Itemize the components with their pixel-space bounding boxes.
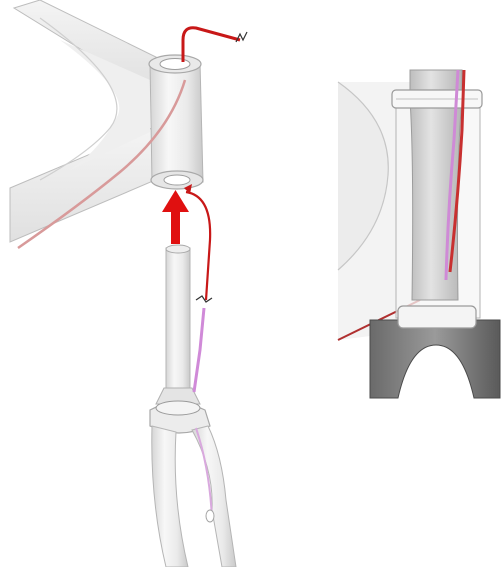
fork-leg-right xyxy=(192,426,236,567)
head-tube-top-bore xyxy=(160,59,190,70)
fork-leg-left xyxy=(152,426,188,567)
steerer-top xyxy=(166,245,190,253)
detail-inset-view xyxy=(336,68,501,398)
assembly-arrow-icon xyxy=(162,190,189,244)
fork-crown-race xyxy=(156,401,200,415)
fork-cable-port xyxy=(206,510,214,522)
fork-steerer-tube xyxy=(166,248,190,398)
cable-break-mark-mid xyxy=(196,296,212,302)
frame-head-tube xyxy=(150,62,203,182)
exploded-assembly-view xyxy=(10,0,247,567)
frame-down-tube xyxy=(10,128,160,242)
head-tube-bottom-bore xyxy=(164,175,190,185)
inset-bottom-bearing xyxy=(398,306,476,328)
inset-fork-crown xyxy=(370,320,500,398)
secondary-cable xyxy=(194,308,204,392)
